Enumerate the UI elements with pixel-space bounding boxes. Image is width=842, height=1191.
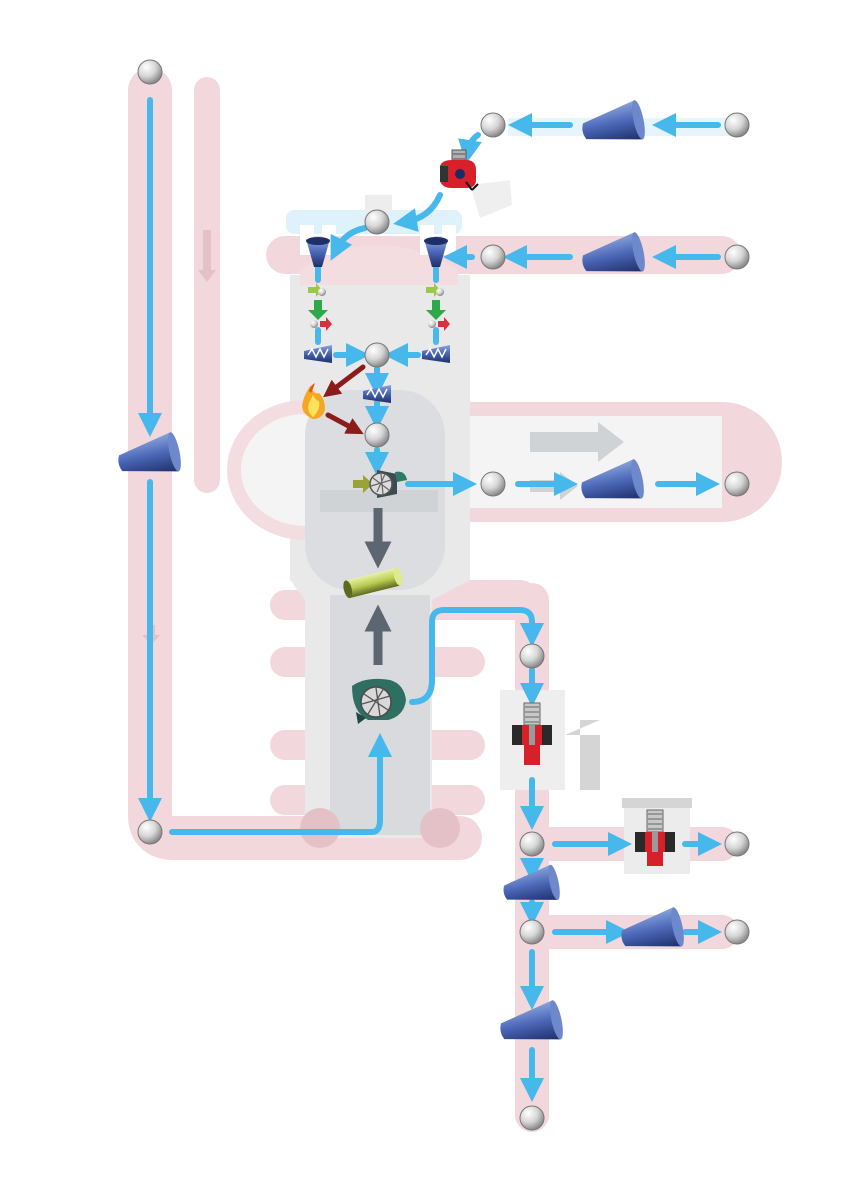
station-node (724, 244, 750, 270)
flow-split-left (330, 225, 368, 261)
station-node (519, 831, 545, 857)
flow-bottom-return (169, 733, 392, 835)
tiny-red-arrow-l (320, 317, 332, 331)
tiny-node-l2 (310, 320, 318, 328)
heat-arrows (323, 364, 366, 435)
station-node (364, 342, 390, 368)
nozzle-icon (503, 864, 560, 900)
inlet-funnel-icon (424, 237, 448, 267)
compressor-icon (352, 678, 406, 724)
nozzle-icon (582, 100, 645, 140)
station-node (724, 831, 750, 857)
relief-valve-icon (440, 149, 479, 191)
mixers (304, 345, 450, 403)
station-node (364, 209, 390, 235)
nozzle-icon (621, 907, 684, 947)
station-node (364, 422, 390, 448)
flow-top-curve (458, 132, 482, 164)
nozzle-icon (582, 232, 645, 272)
nozzle-icon (500, 1000, 563, 1040)
relief-valve-icon (635, 809, 675, 866)
tiny-node-l1 (318, 288, 326, 296)
inlet-funnel-icon (306, 237, 330, 267)
station-node (724, 112, 750, 138)
station-nodes (137, 59, 750, 1131)
green-arrow-right (426, 300, 446, 320)
station-node (137, 819, 163, 845)
heat-arrow-in (325, 412, 364, 435)
small-arrows (308, 283, 450, 331)
shaft-icon (343, 567, 403, 599)
relief-valve-icon (512, 702, 552, 765)
mixer-icon (363, 385, 391, 403)
station-node (480, 112, 506, 138)
combustor-icon (302, 383, 325, 419)
station-node (519, 1105, 545, 1131)
station-node (724, 471, 750, 497)
tiny-red-arrow-r (438, 317, 450, 331)
heat-arrow-out (323, 364, 366, 398)
station-node (724, 919, 750, 945)
station-node (480, 244, 506, 270)
nozzle-icon (581, 459, 644, 499)
nozzle-icon (118, 432, 181, 472)
tiny-node-r2 (428, 320, 436, 328)
flow-valve-out (393, 192, 443, 232)
station-node (480, 471, 506, 497)
station-node (519, 643, 545, 669)
station-node (137, 59, 163, 85)
station-node (519, 919, 545, 945)
mixer-icon (304, 345, 332, 363)
blue-flow-lines (138, 97, 722, 1102)
mixer-icon (422, 345, 450, 363)
green-arrow-left (308, 300, 328, 320)
nozzles (118, 100, 684, 1040)
turbine-icon (353, 470, 407, 498)
flow-compressor-out (409, 607, 544, 705)
tiny-node-r1 (436, 288, 444, 296)
